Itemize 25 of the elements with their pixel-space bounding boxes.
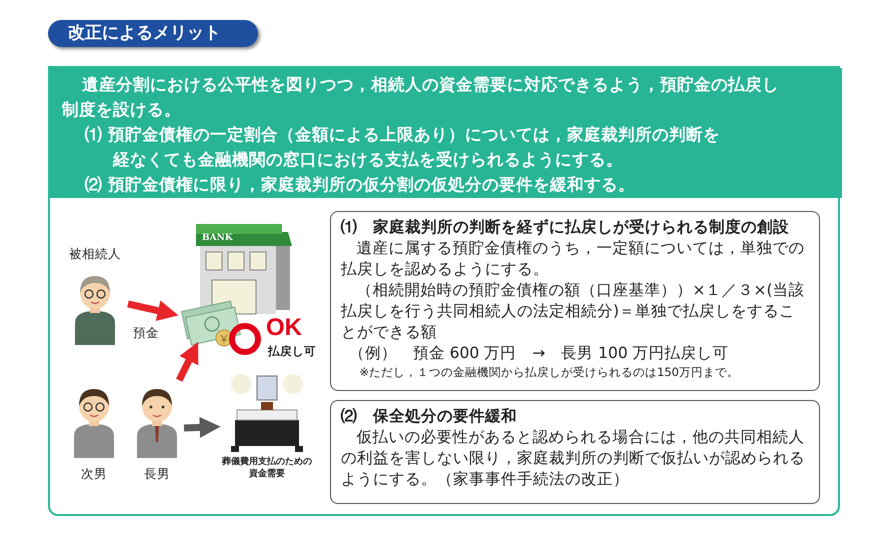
status-text: 払戻し可 xyxy=(268,344,316,359)
item-text: ⑴ 預貯金債権の一定割合（金額による上限あり）については，家庭裁判所の判断を経なくても金融機関の窓口における支払を受けられるようにする。 xyxy=(84,124,721,171)
box-body: 遺産に属する預貯金債権のうち，一定額については，単独での払戻しを認めるようにする。 xyxy=(341,238,806,280)
ok-text: OK xyxy=(266,314,302,342)
person-label: 長男 xyxy=(143,466,171,483)
person-label: 被相続人 xyxy=(68,246,122,263)
arrow xyxy=(127,300,178,321)
box-heading: ⑵ 保全処分の要件緩和 xyxy=(341,406,518,427)
title-tab: 改正によるメリット xyxy=(48,20,258,47)
box-body: 仮払いの必要性があると認められる場合には，他の共同相続人の利益を害しない限り，家庭裁判所の判断で仮払いが認められるようにする。（家事事件手続法の改正） xyxy=(341,427,806,490)
example-text: （例） 預金 600 万円 → 長男 100 万円払戻し可 xyxy=(348,343,730,364)
sign-text: BANK xyxy=(202,233,233,243)
box-heading: ⑴ 家庭裁判所の判断を経ずに払戻しが受けられる制度の創設 xyxy=(341,217,790,238)
explanation-box xyxy=(330,400,820,504)
info-band xyxy=(50,68,842,198)
box-body: （相続開始時の預貯金債権の額（口座基準））×１／３×(当該払戻しを行う共同相続人の法定相続分)＝単独で払戻しをすることができる額 xyxy=(341,280,806,343)
item-text: ⑵ 預貯金債権に限り，家庭裁判所の仮分割の仮処分の要件を緩和する。 xyxy=(84,174,636,196)
note-text: ※ただし，１つの金融機関から払戻しが受けられるのは150万円まで。 xyxy=(358,364,740,381)
explanation-box xyxy=(330,211,820,391)
person-label: 次男 xyxy=(80,466,108,483)
panel-frame xyxy=(48,66,840,516)
arrow xyxy=(184,416,221,438)
picture-caption: 葬儀費用支払のための資金需要 xyxy=(221,456,313,480)
intro-text: 遺産分割における公平性を図りつつ，相続人の資金需要に対応できるよう，預貯金の払戻し制度を設ける。 xyxy=(62,74,780,121)
arrow xyxy=(176,342,198,382)
